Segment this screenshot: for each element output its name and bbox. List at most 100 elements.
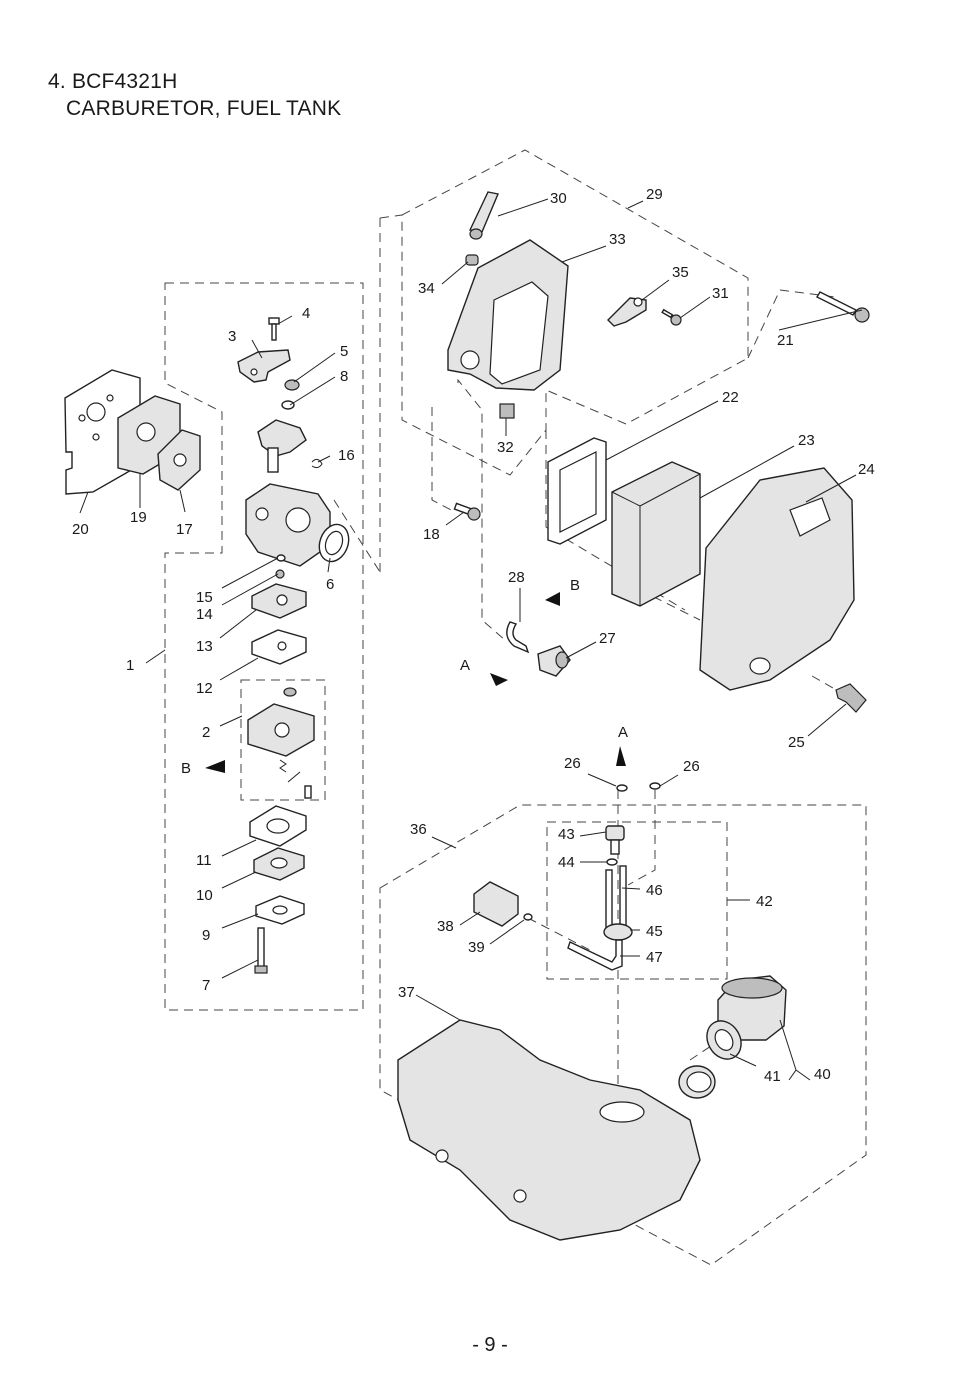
air-cleaner-case-33: [447, 239, 569, 391]
reference-label-a-left: A: [460, 657, 470, 674]
callout-19: 19: [130, 509, 147, 526]
callout-27: 27: [599, 630, 616, 647]
fuel-filter-guide: [527, 917, 591, 951]
callout-32: 32: [497, 439, 514, 456]
leader-lines: [79, 198, 863, 1081]
callout-10: 10: [196, 887, 213, 904]
air-cleaner-outer-boundary: [379, 214, 836, 611]
cap-5: [284, 379, 300, 391]
callout-18: 18: [423, 526, 440, 543]
gasket-17: [157, 429, 201, 491]
screw-31: [661, 308, 682, 326]
carburetor-body: [245, 483, 331, 567]
filler-neck: [678, 1065, 716, 1099]
knob-25: [835, 683, 867, 713]
reference-arrow-a-up: [616, 746, 626, 766]
callout-12: 12: [196, 680, 213, 697]
clip-39: [523, 913, 533, 921]
needle-14: [275, 569, 285, 579]
callout-4: 4: [302, 305, 310, 322]
diaphragm-13: [251, 583, 307, 619]
pump-cover-2: [247, 687, 315, 799]
callout-6: 6: [326, 576, 334, 593]
grommet-45: [603, 923, 633, 941]
callout-45: 45: [646, 923, 663, 940]
gasket-41: [706, 1020, 742, 1060]
gasket-9: [255, 895, 305, 925]
group-boundaries: [164, 149, 867, 1266]
o-ring-8: [281, 400, 295, 410]
callout-36: 36: [410, 821, 427, 838]
o-ring-26b: [649, 782, 661, 790]
callout-47: 47: [646, 949, 663, 966]
page-number: - 9 -: [472, 1334, 508, 1356]
element-guide: [639, 589, 701, 621]
callout-31: 31: [712, 285, 729, 302]
callout-29: 29: [646, 186, 663, 203]
callout-40: 40: [814, 1066, 831, 1083]
clip-16: [311, 458, 323, 469]
callout-43: 43: [558, 826, 575, 843]
callout-13: 13: [196, 638, 213, 655]
primer-pump-27: [537, 645, 571, 677]
diaphragm-10: [253, 847, 305, 881]
callout-24: 24: [858, 461, 875, 478]
callout-9: 9: [202, 927, 210, 944]
fuel-pipe-boundary: [546, 821, 728, 980]
callout-17: 17: [176, 521, 193, 538]
carburetor-assembly-boundary: [164, 282, 364, 1011]
gasket-12: [251, 629, 307, 665]
lever-30: [468, 191, 499, 240]
callout-30: 30: [550, 190, 567, 207]
screw-7: [254, 927, 268, 974]
callout-42: 42: [756, 893, 773, 910]
screw-4: [268, 317, 280, 341]
pipes-46: [605, 865, 627, 931]
callout-41: 41: [764, 1068, 781, 1085]
grommet-43: [605, 825, 625, 855]
callout-25: 25: [788, 734, 805, 751]
callout-44: 44: [558, 854, 575, 871]
plate-35: [607, 297, 647, 327]
callout-46: 46: [646, 882, 663, 899]
o-ring-26a: [616, 784, 628, 792]
callout-1: 1: [126, 657, 134, 674]
fuel-pipe-47: [567, 939, 623, 971]
callout-39: 39: [468, 939, 485, 956]
callout-37: 37: [398, 984, 415, 1001]
callout-11: 11: [196, 852, 212, 869]
pump-cover-sub-boundary: [240, 679, 326, 801]
callout-34: 34: [418, 280, 435, 297]
callout-20: 20: [72, 521, 89, 538]
reference-label-b-right: B: [570, 577, 580, 594]
nut-32: [499, 403, 515, 419]
element-frame-22: [547, 437, 607, 545]
callout-35: 35: [672, 264, 689, 281]
hose-28-guide: [457, 378, 506, 641]
callout-7: 7: [202, 977, 210, 994]
callout-23: 23: [798, 432, 815, 449]
callout-28: 28: [508, 569, 525, 586]
callout-26b: 26: [683, 758, 700, 775]
callout-33: 33: [609, 231, 626, 248]
air-cleaner-case-boundary: [401, 149, 749, 476]
callout-16: 16: [338, 447, 355, 464]
callout-labels: 1 2 3 4 5 6 7 8 9 10 11 12 13 14 15 16 1…: [72, 186, 875, 1085]
bolt-18: [453, 502, 481, 521]
fuel-tank-boundary: [379, 804, 867, 1266]
fuel-line-guide-b: [627, 790, 656, 886]
hose-28: [506, 621, 530, 654]
clip-44: [606, 858, 618, 866]
callout-38: 38: [437, 918, 454, 935]
knob-guide: [811, 675, 841, 693]
callout-22: 22: [722, 389, 739, 406]
callout-26a: 26: [564, 755, 581, 772]
callout-3: 3: [228, 328, 236, 345]
callout-5: 5: [340, 343, 348, 360]
needle-valve-body: [257, 419, 307, 473]
callout-14: 14: [196, 606, 213, 623]
reference-label-b-left: B: [181, 760, 191, 777]
fuel-tank-37: [397, 1019, 701, 1241]
callout-8: 8: [340, 368, 348, 385]
